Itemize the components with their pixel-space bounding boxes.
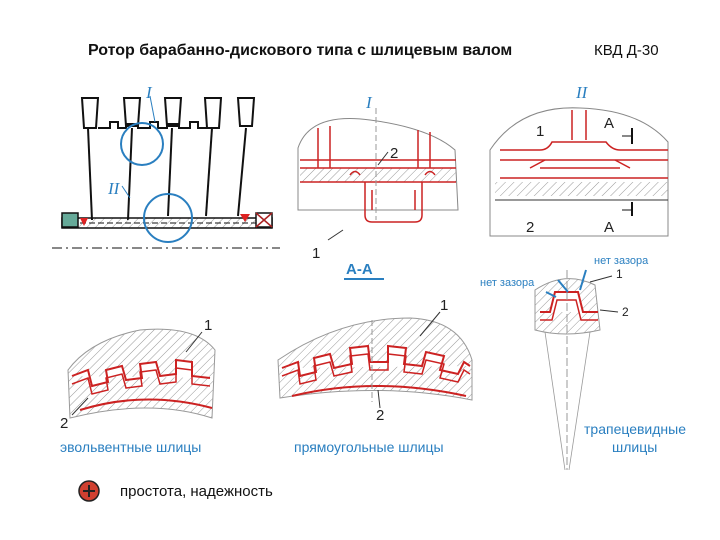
callout-no-gap-right: нет зазора	[594, 255, 649, 267]
label-trap-2: 2	[622, 305, 629, 319]
rotor-overview	[52, 95, 280, 249]
label-I-main: I	[145, 83, 153, 102]
label-I-detail: I	[365, 93, 373, 112]
label-involute-2: 2	[60, 415, 68, 432]
label-detailI-2: 2	[390, 145, 398, 162]
label-A-top: A	[604, 115, 614, 132]
label-detailII-2: 2	[526, 219, 534, 236]
label-A-bottom: A	[604, 219, 614, 236]
page-title: Ротор барабанно-дискового типа с шлицевы…	[88, 42, 513, 59]
label-trap-1: 1	[616, 267, 623, 281]
section-label: А-А	[346, 261, 373, 278]
detail-II	[489, 107, 669, 237]
label-rect-2: 2	[376, 407, 384, 424]
advantages-text: простота, надежность	[120, 483, 273, 500]
trapezoid-spline-view	[534, 269, 619, 471]
callout-no-gap-left: нет зазора	[480, 277, 535, 289]
caption-trapezoid-line1: трапецевидные	[584, 421, 686, 437]
involute-spline-view	[67, 328, 216, 419]
rectangular-spline-view	[277, 311, 473, 409]
label-II-detail: II	[575, 83, 589, 102]
label-involute-1: 1	[204, 317, 212, 334]
caption-trapezoid-line2: шлицы	[612, 439, 657, 455]
engine-code: КВД Д-30	[594, 42, 659, 59]
caption-rectangular: прямоугольные шлицы	[294, 439, 444, 455]
label-rect-1: 1	[440, 297, 448, 314]
label-II-main: II	[107, 179, 121, 198]
label-detailII-1: 1	[536, 123, 544, 140]
label-detailI-1: 1	[312, 245, 320, 262]
plus-circle-icon	[78, 480, 100, 502]
caption-involute: эвольвентные шлицы	[60, 439, 201, 455]
detail-I	[297, 108, 459, 241]
